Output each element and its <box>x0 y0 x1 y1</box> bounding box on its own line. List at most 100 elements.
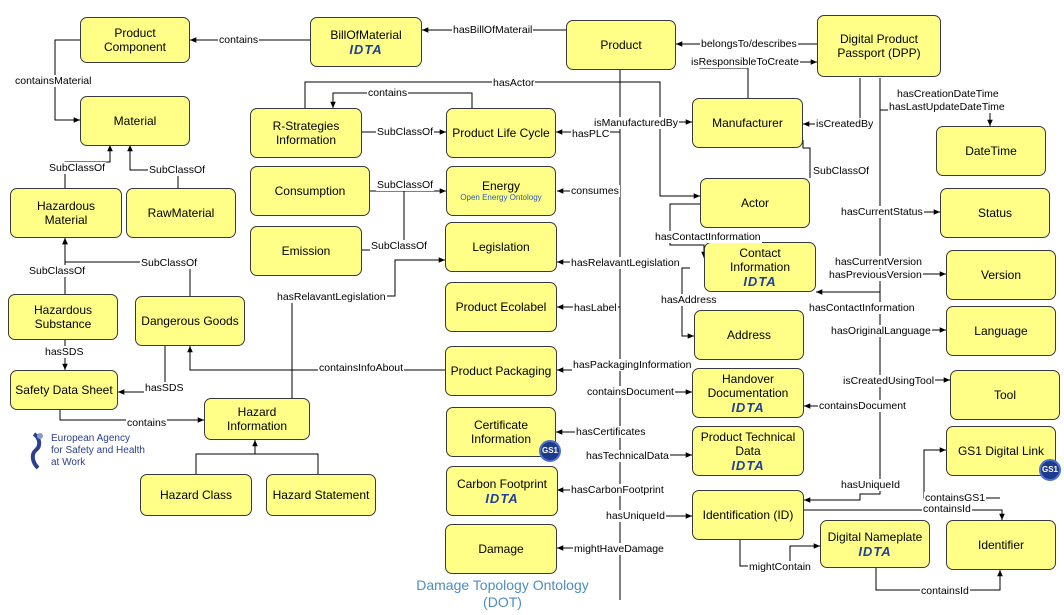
node-hazardous-material[interactable]: Hazardous Material <box>10 188 122 238</box>
node-language[interactable]: Language <box>946 306 1056 356</box>
node-digital-product-passport[interactable]: Digital Product Passport (DPP) <box>817 15 941 77</box>
node-label: DateTime <box>965 144 1017 158</box>
node-damage[interactable]: Damage <box>445 524 557 574</box>
node-legislation[interactable]: Legislation <box>445 222 557 272</box>
idta-logo: IDTA <box>731 400 765 415</box>
edge-label-has-bill-of-material: hasBillOfMaterail <box>452 24 534 36</box>
node-product-component[interactable]: Product Component <box>80 17 190 63</box>
node-product-ecolabel[interactable]: Product Ecolabel <box>445 282 557 332</box>
edge-is-created-using-tool <box>879 330 950 383</box>
node-product-packaging[interactable]: Product Packaging <box>445 346 557 396</box>
node-label: Legislation <box>472 240 530 254</box>
edge-label-has-last-update-date-time: hasLastUpdateDateTime <box>888 101 1006 113</box>
edge-label-has-sds-substance: hasSDS <box>44 346 85 358</box>
idta-logo: IDTA <box>731 458 765 473</box>
node-tool[interactable]: Tool <box>950 370 1060 420</box>
node-version[interactable]: Version <box>946 250 1056 300</box>
node-actor[interactable]: Actor <box>700 178 810 228</box>
node-label: Tool <box>993 388 1016 402</box>
logo-line: for Safety and Health <box>51 445 145 456</box>
edge-label-has-current-version: hasCurrentVersion <box>834 256 923 268</box>
node-label: Product Packaging <box>450 364 552 378</box>
edge-contains-id-identification <box>804 509 1005 520</box>
node-label: Hazard Information <box>226 405 288 433</box>
eu-osha-logo-text: European Agency for Safety and Health at… <box>51 433 145 469</box>
edge-label-subclassof-manufacturer: SubClassOf <box>812 165 871 177</box>
edge-has-actor-2 <box>620 81 700 199</box>
node-hazard-statement[interactable]: Hazard Statement <box>266 474 376 516</box>
node-emission[interactable]: Emission <box>250 226 362 276</box>
edge-has-relavant-legislation-hazard <box>291 257 445 398</box>
edge-label-contains-document-product: containsDocument <box>586 386 675 398</box>
edge-is-manufactured-by <box>619 70 692 125</box>
edge-label-has-address: hasAddress <box>660 294 718 306</box>
node-raw-material[interactable]: RawMaterial <box>126 188 236 238</box>
node-label: Language <box>974 324 1028 338</box>
edge-label-has-carbon-footprint: hasCarbonFootprint <box>570 484 665 496</box>
node-product-life-cycle[interactable]: Product Life Cycle <box>446 108 556 158</box>
node-status[interactable]: Status <box>940 188 1050 238</box>
node-label: Hazard Class <box>159 488 233 502</box>
edge-label-belongs-to-describes: belongsTo/describes <box>700 38 798 50</box>
node-material[interactable]: Material <box>80 96 190 146</box>
node-label: Consumption <box>274 184 346 198</box>
node-product[interactable]: Product <box>566 20 676 70</box>
edge-label-subclassof-rstrat: SubClassOf <box>376 126 435 138</box>
node-identifier[interactable]: Identifier <box>946 520 1056 570</box>
node-label: BillOfMaterial <box>330 28 402 42</box>
node-label: Handover Documentation <box>707 372 789 400</box>
node-label: Identifier <box>977 538 1025 552</box>
node-hazard-class[interactable]: Hazard Class <box>140 474 252 516</box>
edge-label-subclassof-hazmat: SubClassOf <box>48 162 107 174</box>
node-dangerous-goods[interactable]: Dangerous Goods <box>135 296 245 346</box>
node-consumption[interactable]: Consumption <box>250 166 370 216</box>
edge-has-actor <box>304 70 621 108</box>
node-label: Digital Nameplate <box>827 530 923 544</box>
gs1-logo: GS1 <box>1039 459 1061 481</box>
node-safety-data-sheet[interactable]: Safety Data Sheet <box>10 370 118 410</box>
logo-line: European Agency <box>51 433 130 444</box>
edge-label-might-have-damage: mightHaveDamage <box>573 543 665 555</box>
edge-label-contains-id-identification: containsId <box>922 503 972 515</box>
edge-label-contains-material: containsMaterial <box>14 75 93 87</box>
node-label: Contact Information <box>729 246 791 274</box>
edge-label-subclassof-consumption: SubClassOf <box>376 179 435 191</box>
node-label: Manufacturer <box>712 116 783 130</box>
node-address[interactable]: Address <box>694 310 804 360</box>
node-hazardous-substance[interactable]: Hazardous Substance <box>8 294 118 340</box>
node-identification-id[interactable]: Identification (ID) <box>692 490 804 540</box>
node-manufacturer[interactable]: Manufacturer <box>692 98 803 148</box>
node-label: Damage <box>478 542 524 556</box>
edge-label-has-technical-data: hasTechnicalData <box>585 450 670 462</box>
damage-topology-caption: Damage Topology Ontology (DOT) <box>380 577 625 611</box>
caption-line: (DOT) <box>483 594 522 610</box>
node-r-strategies-information[interactable]: R-Strategies Information <box>250 108 362 158</box>
gs1-logo: GS1 <box>539 440 561 462</box>
node-hazard-information[interactable]: Hazard Information <box>204 398 310 440</box>
edge-label-subclassof-raw: SubClassOf <box>148 164 207 176</box>
node-label: Safety Data Sheet <box>15 383 113 397</box>
node-label: Hazardous Material <box>36 199 96 227</box>
edge-label-has-original-language: hasOriginalLanguage <box>830 325 932 337</box>
edge-label-contains-hazard: contains <box>126 417 168 429</box>
edge-subclassof-manufacturer <box>802 140 811 178</box>
edge-label-has-contact-information-actor: hasContactInformation <box>654 231 762 243</box>
edge-label-has-relavant-legislation-product: hasRelavantLegislation <box>570 257 681 269</box>
node-label: Certificate Information <box>470 418 532 446</box>
edge-label-has-creation-date-time: hasCreationDateTime <box>896 88 1000 100</box>
caption-line: Damage Topology Ontology <box>416 577 589 593</box>
edge-label-contains-document-dpp: containsDocument <box>818 400 907 412</box>
node-datetime[interactable]: DateTime <box>936 126 1046 176</box>
edge-hazard-statement-link <box>255 453 319 474</box>
edge-label-has-relavant-legislation-hazard: hasRelavantLegislation <box>276 291 387 303</box>
